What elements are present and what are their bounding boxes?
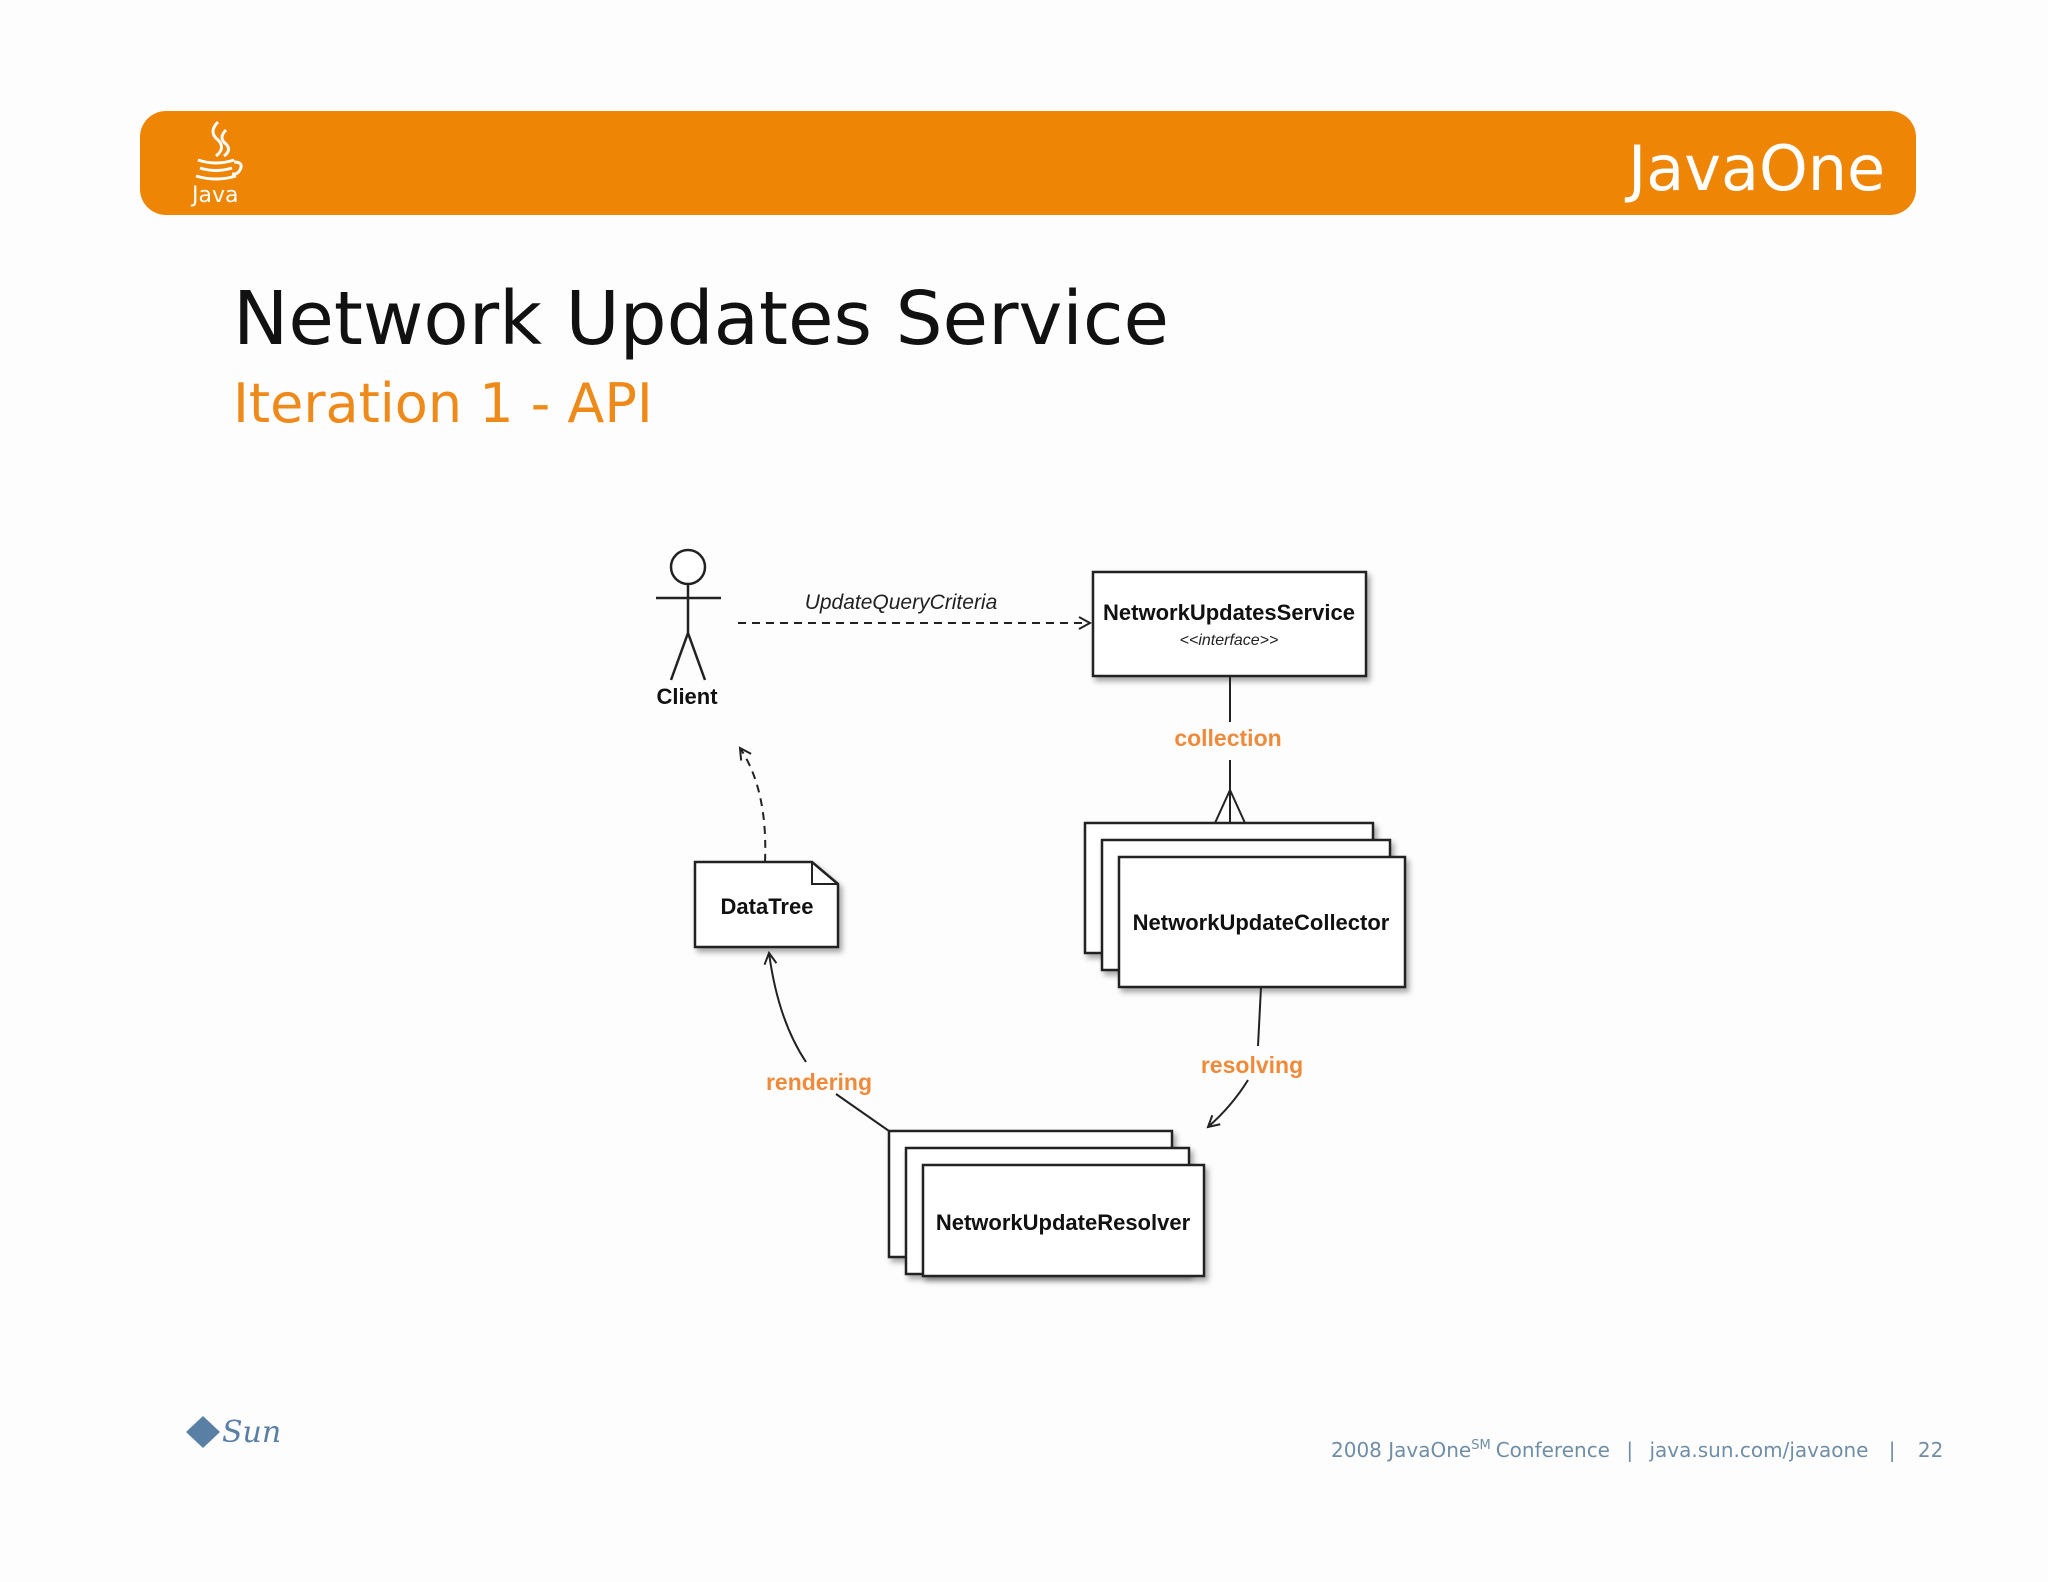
service-stereotype: <<interface>> (1180, 632, 1279, 649)
java-logo-text: Java (190, 183, 238, 208)
collection-label: collection (1174, 725, 1281, 751)
sun-logo: Sun (186, 1415, 281, 1450)
page-number: 22 (1918, 1438, 1943, 1462)
rendering-line (835, 1093, 890, 1132)
header-banner: Java JavaOne (140, 111, 1916, 215)
page-subtitle: Iteration 1 - API (233, 372, 653, 435)
datatree-name: DataTree (721, 894, 814, 919)
resolver-stack (887, 1129, 1206, 1278)
rendering-label: rendering (766, 1069, 872, 1095)
service-name: NetworkUpdatesService (1103, 600, 1355, 625)
resolving-arrow (1208, 1079, 1249, 1127)
svg-text:Sun: Sun (222, 1415, 281, 1450)
datatree-box (693, 860, 840, 949)
collector-name: NetworkUpdateCollector (1133, 910, 1390, 935)
rendering-arrow (769, 953, 807, 1063)
service-box (1091, 570, 1368, 678)
page-title: Network Updates Service (233, 276, 1169, 362)
collector-stack (1083, 821, 1407, 989)
crows-foot (1214, 787, 1246, 824)
datatree-to-client-arrow (740, 748, 767, 863)
client-actor (656, 548, 721, 681)
footer-url: java.sun.com/javaone (1648, 1438, 1868, 1462)
client-label: Client (656, 684, 718, 709)
resolver-name: NetworkUpdateResolver (936, 1210, 1191, 1235)
javaone-logo: JavaOne (1624, 132, 1885, 205)
resolving-label: resolving (1201, 1052, 1303, 1078)
resolving-line (1257, 986, 1262, 1047)
java-logo (195, 120, 243, 181)
message-label: UpdateQueryCriteria (805, 591, 998, 614)
